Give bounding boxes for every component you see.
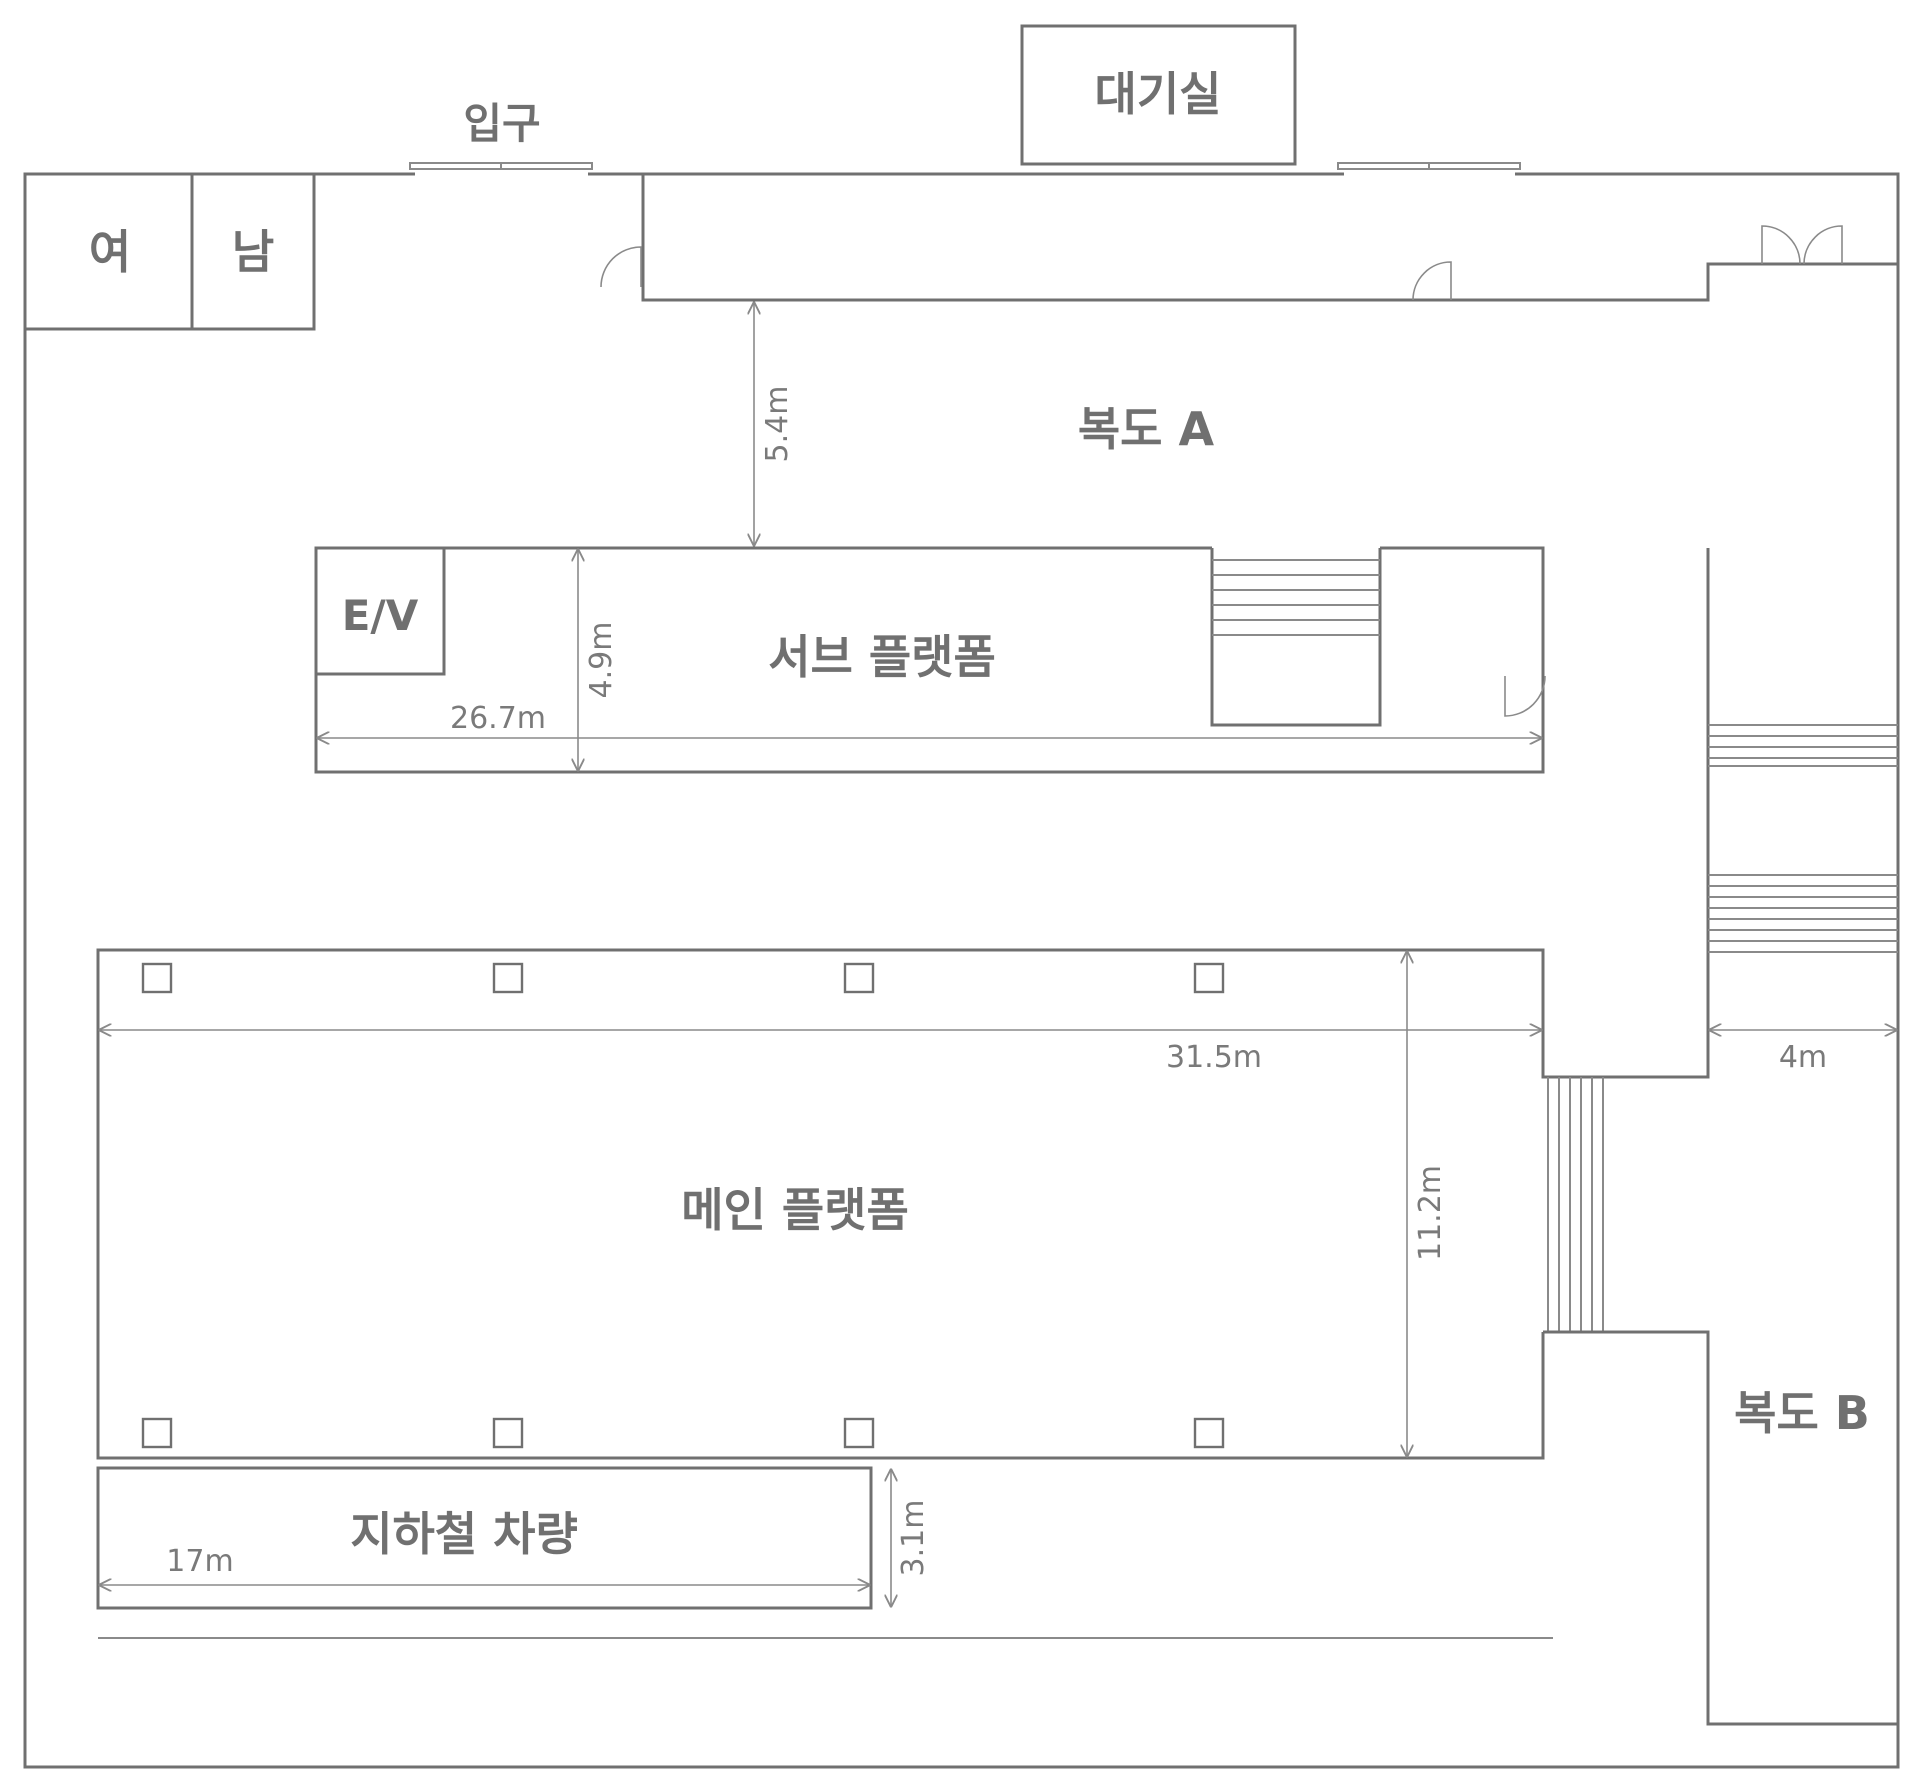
- sub-platform: [314, 546, 1545, 774]
- pillar-icon: [141, 962, 173, 994]
- stairs-icon: [1212, 559, 1380, 636]
- sub-platform-depth-label: 4.9m: [584, 622, 619, 699]
- men-restroom: [190, 172, 316, 331]
- stairs-icon: [1547, 1077, 1604, 1332]
- stairs-icon: [1708, 874, 1898, 953]
- pillar-icon: [141, 1417, 173, 1449]
- men-restroom-label: 남: [232, 225, 274, 279]
- sub-platform-length-label: 26.7m: [450, 701, 546, 736]
- door-icon[interactable]: [1412, 261, 1452, 301]
- upper-block-wall: [641, 174, 1898, 302]
- entrance-door[interactable]: [409, 162, 593, 170]
- elevator-label: E/V: [342, 591, 419, 640]
- stairs-icon: [1708, 724, 1898, 767]
- pillar-icon: [492, 962, 524, 994]
- waiting-room: [1020, 24, 1297, 166]
- pillar-icon: [843, 1417, 875, 1449]
- main-platform-depth-label: 11.2m: [1413, 1165, 1448, 1261]
- elevator: [314, 546, 446, 676]
- subway-car: [96, 1466, 873, 1610]
- subway-car-width-label: 3.1m: [896, 1500, 931, 1577]
- pillar-icon: [1193, 1417, 1225, 1449]
- corridor-b-label: 복도 B: [1734, 1386, 1870, 1440]
- pillar-icon: [492, 1417, 524, 1449]
- right-column-wall: [1541, 548, 1710, 1079]
- door-icon[interactable]: [1504, 675, 1546, 717]
- double-door-icon[interactable]: [1761, 225, 1843, 265]
- main-platform-length-label: 31.5m: [1166, 1040, 1262, 1075]
- entrance-label: 입구: [463, 99, 540, 148]
- door-icon[interactable]: [600, 246, 642, 288]
- women-restroom-label: 여: [89, 225, 131, 279]
- pillars: [141, 962, 1225, 1449]
- outer-walls: [23, 172, 1900, 1769]
- subway-car-length-label: 17m: [166, 1544, 233, 1579]
- main-platform: [96, 948, 1545, 1460]
- pillar-icon: [1193, 962, 1225, 994]
- corridor-a-depth-label: 5.4m: [760, 386, 795, 463]
- corridor-b-width-label: 4m: [1779, 1040, 1827, 1075]
- waiting-room-door[interactable]: [1337, 162, 1521, 170]
- corridor-b-wall: [1543, 1330, 1898, 1726]
- sub-platform-label: 서브 플랫폼: [768, 630, 996, 684]
- waiting-room-label: 대기실: [1095, 67, 1222, 121]
- subway-car-label: 지하철 차량: [350, 1507, 578, 1561]
- main-platform-label: 메인 플랫폼: [681, 1183, 909, 1237]
- corridor-a-label: 복도 A: [1078, 402, 1215, 456]
- pillar-icon: [843, 962, 875, 994]
